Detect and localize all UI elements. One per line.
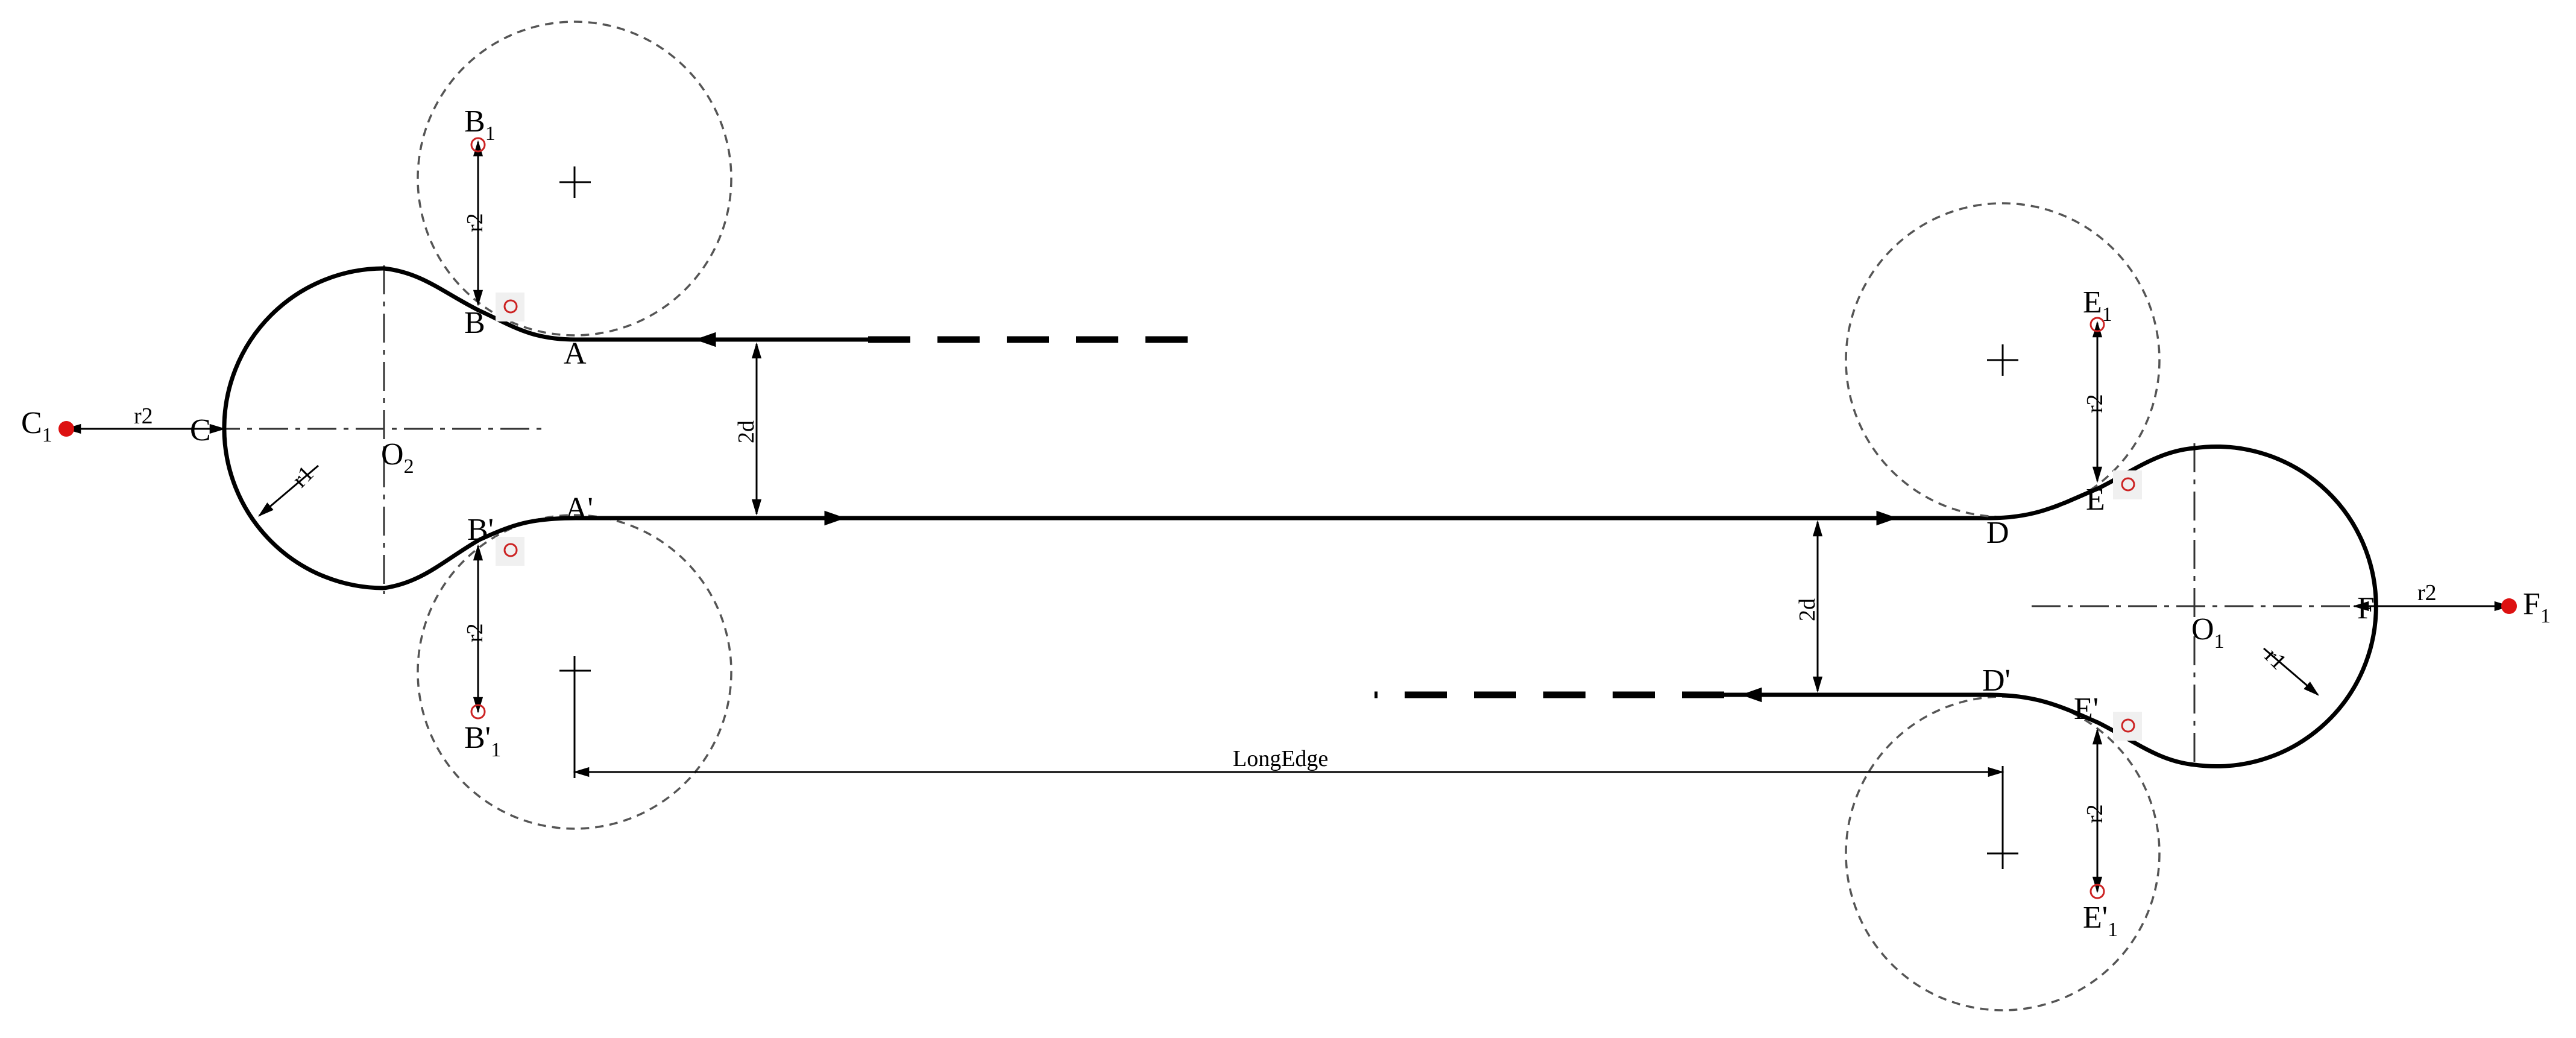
aux-center-mark-top-left bbox=[559, 166, 591, 198]
point-e1-prime-marker bbox=[2089, 884, 2105, 899]
tangent-marker-b-prime bbox=[496, 537, 524, 566]
label-b1-prime: B'1 bbox=[464, 721, 501, 761]
point-f1-dot bbox=[2501, 598, 2517, 614]
label-c: C bbox=[190, 413, 211, 448]
label-d-prime: D' bbox=[1982, 663, 2011, 698]
label-o2: O2 bbox=[381, 437, 414, 478]
label-d: D bbox=[1986, 516, 2009, 550]
tangent-marker-b bbox=[496, 293, 524, 321]
text-r2-e-top: r2 bbox=[2082, 394, 2108, 413]
point-e1-marker bbox=[2089, 317, 2105, 332]
label-e-prime: E' bbox=[2074, 692, 2099, 726]
point-b1-prime-marker bbox=[470, 704, 486, 720]
label-a: A bbox=[564, 337, 587, 371]
label-e: E bbox=[2086, 483, 2105, 517]
label-o1: O1 bbox=[2191, 612, 2225, 653]
label-e1: E1 bbox=[2083, 285, 2112, 326]
dim-r1-left bbox=[257, 464, 319, 517]
point-c1-dot bbox=[58, 421, 74, 437]
tangent-point-e-prime bbox=[2121, 718, 2135, 733]
tangent-marker-e bbox=[2113, 470, 2142, 499]
text-r2-e-bottom: r2 bbox=[2082, 804, 2108, 823]
middle-straight bbox=[478, 516, 1989, 542]
label-f: F bbox=[2357, 591, 2375, 625]
tangent-point-e bbox=[2121, 477, 2135, 492]
text-2d-right: 2d bbox=[1795, 598, 1820, 621]
text-r2-b-top: r2 bbox=[462, 213, 488, 232]
label-a-prime: A' bbox=[565, 492, 593, 526]
tangent-marker-e-prime bbox=[2113, 712, 2142, 741]
upper-left-straight bbox=[478, 308, 868, 342]
label-b1: B1 bbox=[464, 104, 496, 145]
label-e1-prime: E'1 bbox=[2083, 900, 2118, 941]
label-f1: F1 bbox=[2523, 587, 2551, 627]
text-2d-left: 2d bbox=[734, 420, 759, 443]
aux-circle-b1 bbox=[417, 21, 732, 337]
dim-r1-right bbox=[2263, 647, 2320, 696]
tangent-point-b-prime bbox=[503, 543, 518, 557]
aux-circle-b1-prime bbox=[417, 514, 732, 830]
label-b: B bbox=[464, 306, 485, 340]
point-b1-marker bbox=[470, 137, 486, 153]
text-r2-b-bottom: r2 bbox=[462, 623, 488, 642]
aux-center-mark-top-right bbox=[1987, 344, 2018, 376]
text-longedge: LongEdge bbox=[1233, 746, 1328, 771]
text-r2-c: r2 bbox=[134, 403, 153, 429]
label-c1: C1 bbox=[21, 406, 52, 446]
text-r2-f: r2 bbox=[2417, 580, 2437, 606]
label-b-prime: B' bbox=[467, 513, 494, 547]
tangent-point-b bbox=[503, 299, 518, 314]
